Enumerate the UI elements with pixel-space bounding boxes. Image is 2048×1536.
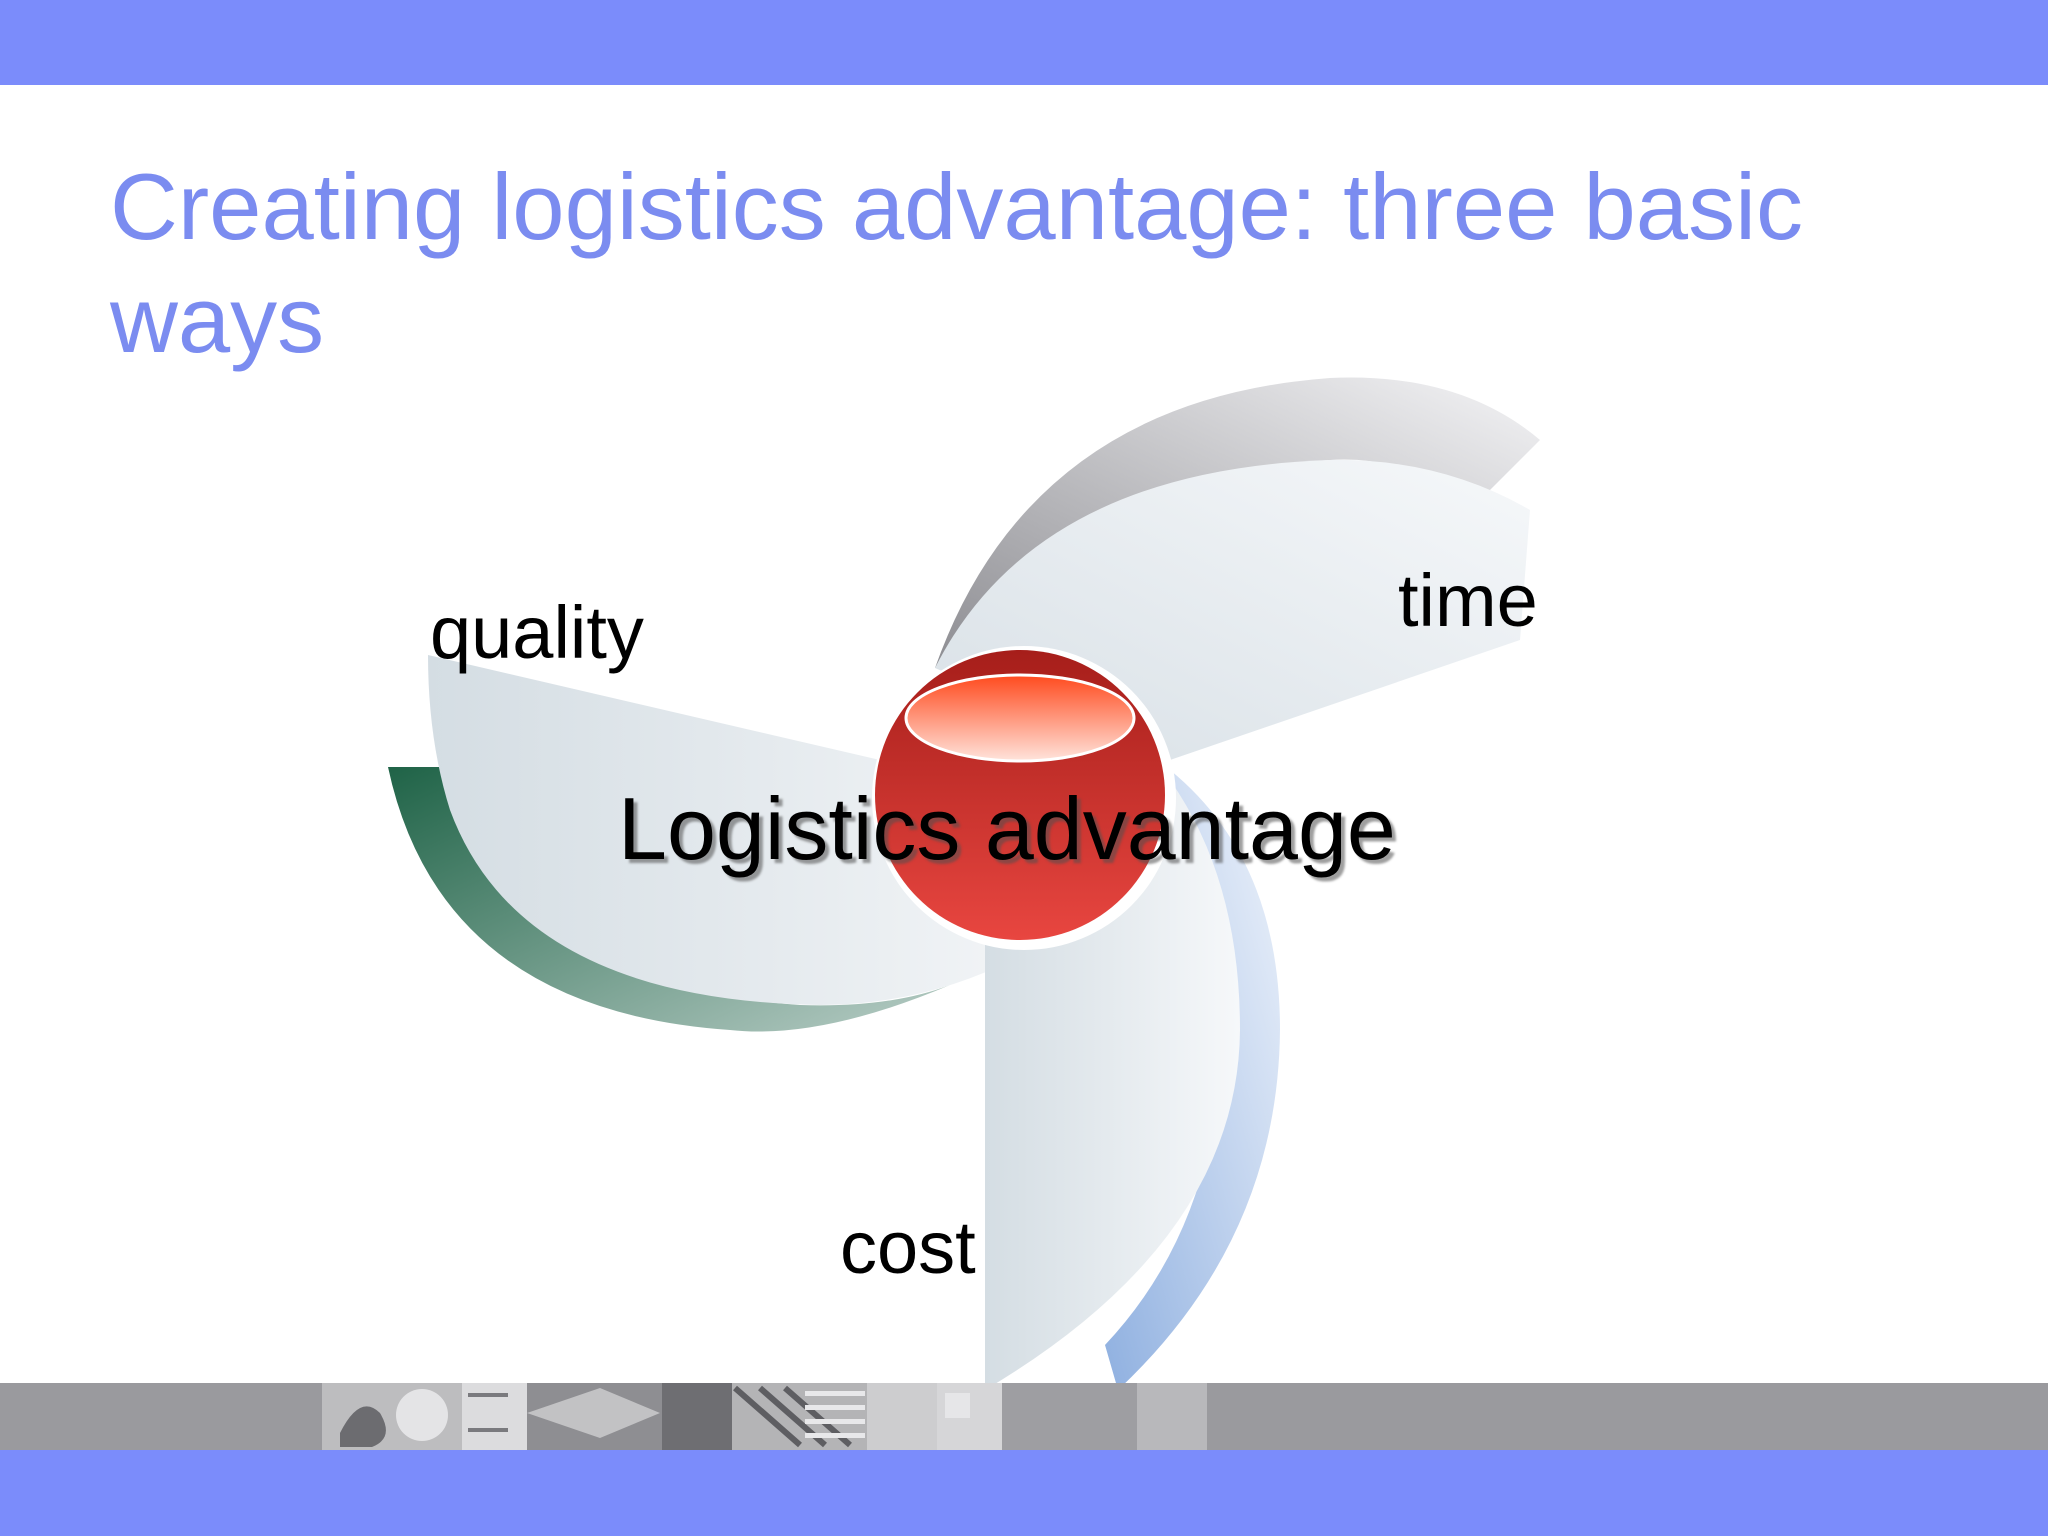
center-label: Logistics advantage [618,779,1396,878]
quality-blade [428,655,1065,1005]
label-cost: cost [840,1206,976,1289]
label-quality: quality [430,591,644,674]
slide-title: Creating logistics advantage: three basi… [110,154,1803,372]
top-band [0,0,2048,85]
time-blade-accent [935,377,1540,668]
photo-strip [0,1383,2048,1450]
cost-blade-accent [1105,770,1280,1390]
label-time: time [1398,559,1538,642]
hub-highlight [904,673,1136,763]
bottom-band [0,1450,2048,1536]
quality-blade-accent [388,767,950,1032]
photo-strip-decoration [322,1383,1207,1450]
